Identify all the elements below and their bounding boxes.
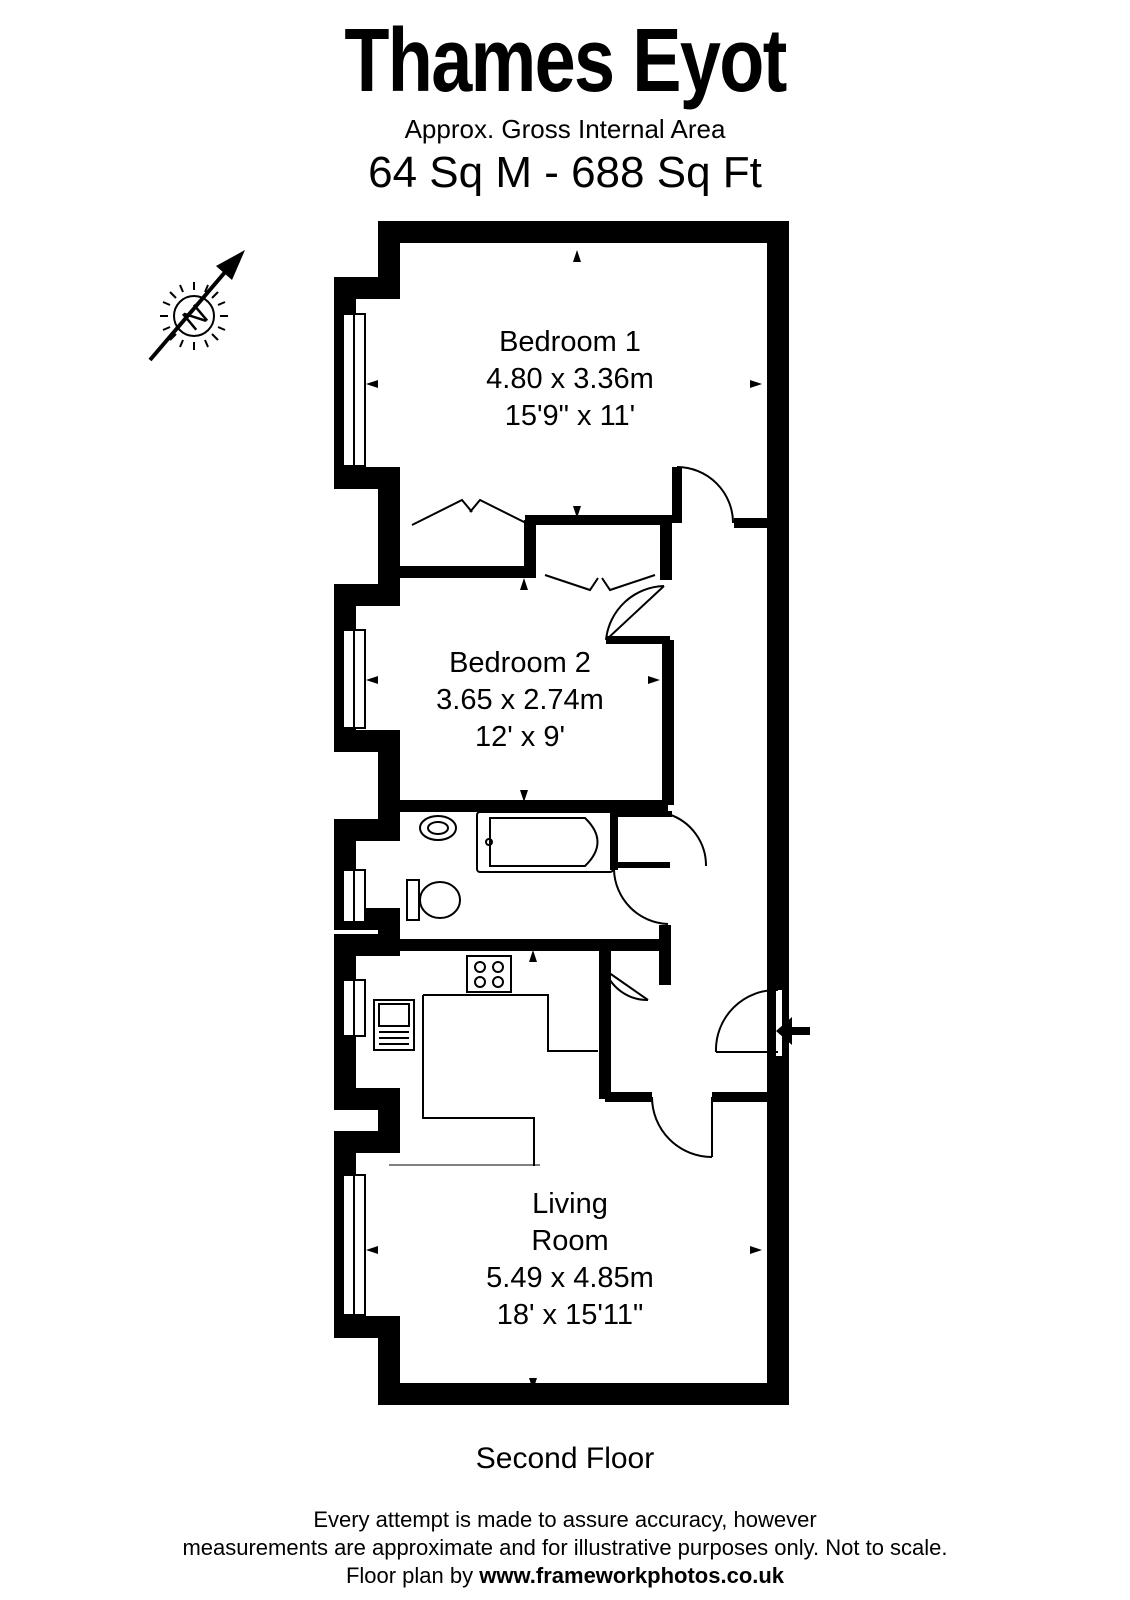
room-bedroom-2: Bedroom 2 3.65 x 2.74m 12' x 9' <box>390 645 650 756</box>
room-metric: 5.49 x 4.85m <box>486 1262 654 1294</box>
room-name: Bedroom 1 <box>499 326 641 358</box>
room-bedroom-1: Bedroom 1 4.80 x 3.36m 15'9" x 11' <box>440 324 700 435</box>
kitchen-fixtures <box>373 955 598 1166</box>
plan-title: Thames Eyot <box>344 11 787 111</box>
room-name-line2: Room <box>531 1225 609 1257</box>
room-metric: 4.80 x 3.36m <box>486 363 654 395</box>
walls <box>334 221 789 1405</box>
doors <box>411 466 779 1158</box>
room-name: Bedroom 2 <box>449 647 591 679</box>
room-metric: 3.65 x 2.74m <box>436 684 604 716</box>
bathroom-fixtures <box>406 811 614 921</box>
disclaimer: Every attempt is made to assure accuracy… <box>0 1506 1130 1590</box>
windows <box>342 313 782 1316</box>
area-caption: Approx. Gross Internal Area <box>404 114 726 144</box>
entrance-arrow-icon <box>776 1017 810 1045</box>
gross-area: 64 Sq M - 688 Sq Ft <box>368 148 762 197</box>
room-imperial: 12' x 9' <box>474 721 566 753</box>
floor-name: Second Floor <box>475 1442 655 1475</box>
room-imperial: 15'9" x 11' <box>504 400 636 432</box>
disclaimer-line-2: measurements are approximate and for ill… <box>182 1535 948 1560</box>
north-compass-icon <box>148 250 245 362</box>
credit-prefix: Floor plan by <box>345 1563 474 1588</box>
dimension-markers <box>366 250 762 1390</box>
room-name-line1: Living <box>532 1188 608 1220</box>
room-living-room: Living Room 5.49 x 4.85m 18' x 15'11" <box>440 1186 700 1334</box>
room-imperial: 18' x 15'11" <box>496 1299 644 1331</box>
disclaimer-line-1: Every attempt is made to assure accuracy… <box>313 1507 817 1532</box>
credit-link[interactable]: www.frameworkphotos.co.uk <box>479 1563 785 1588</box>
credit-line: Floor plan by www.frameworkphotos.co.uk <box>0 1562 1130 1590</box>
